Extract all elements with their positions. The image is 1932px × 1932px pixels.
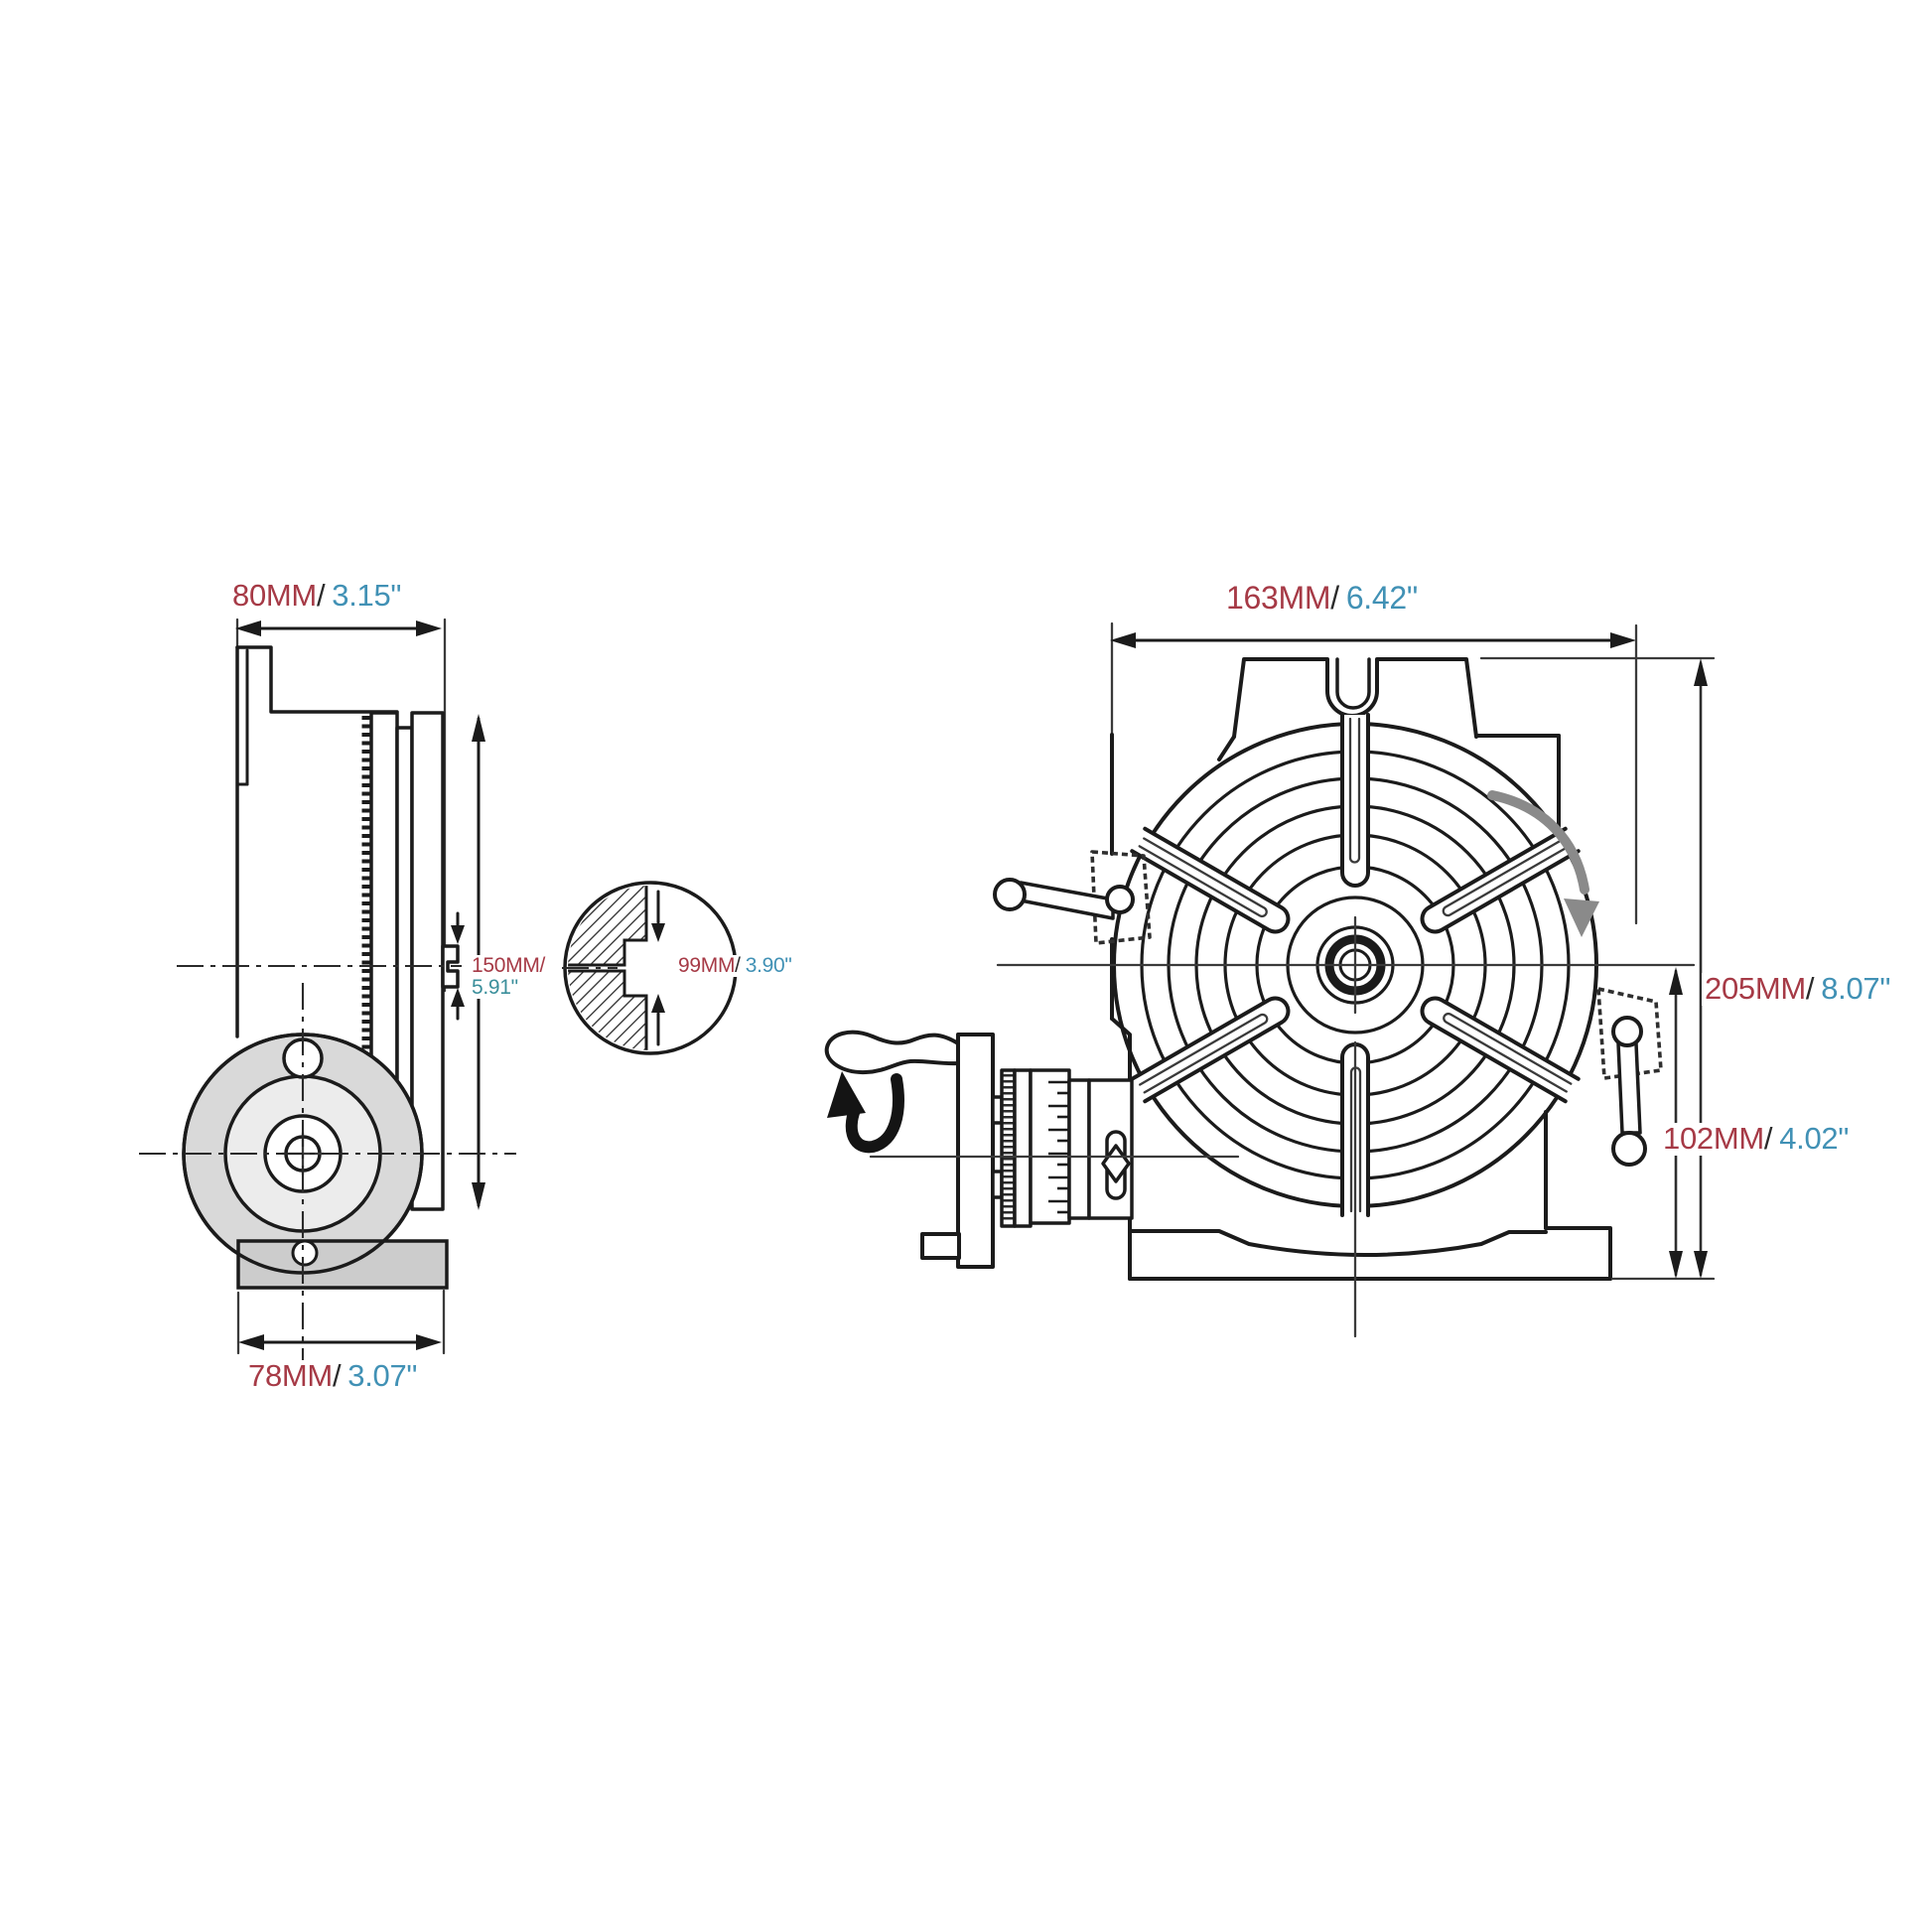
top-tab [1217, 657, 1561, 761]
metric-value: 99MM [678, 954, 736, 977]
imperial-value: 6.42" [1345, 580, 1418, 616]
imperial-value: 5.91" [472, 976, 518, 1000]
imperial-value: 8.07" [1821, 971, 1891, 1006]
crank-handle-knob[interactable] [824, 1030, 960, 1075]
metric-value: 163MM [1226, 580, 1331, 616]
imperial-value: 3.07" [347, 1358, 418, 1393]
clamp-lever-right[interactable] [1596, 987, 1663, 1167]
imperial-value: 3.15" [332, 578, 402, 613]
dim-label-table-diameter: 150MM/ 5.91" [469, 954, 549, 1000]
dim-78mm-lines [236, 1289, 446, 1355]
base-screw [291, 1239, 319, 1267]
imperial-value: 3.90" [745, 954, 792, 977]
crank-assembly [824, 1030, 1134, 1269]
dim-163mm-lines [1110, 623, 1638, 925]
side-body-top-step [235, 645, 399, 714]
crank-foot [920, 1232, 961, 1260]
clamp-ball-right [1611, 1131, 1647, 1167]
rotation-arrow-ccw-icon [827, 1071, 904, 1154]
dim-label-side-top-width: 80MM/3.15" [229, 578, 405, 613]
dim-label-overall-height: 205MM/8.07" [1702, 971, 1894, 1006]
front-view [824, 621, 1716, 1338]
dim-label-front-width: 163MM/6.42" [1223, 580, 1421, 616]
side-view [139, 618, 516, 1380]
dim-80mm-lines [235, 618, 447, 993]
dim-205mm-lines [1479, 656, 1716, 1279]
dim-label-base-width: 78MM/3.07" [245, 1358, 421, 1393]
detail-pointer-arrows [651, 890, 665, 1046]
dim-label-center-height: 102MM/4.02" [1660, 1121, 1853, 1156]
clamp-ball-left [993, 878, 1027, 911]
rotation-arrow-cw-icon [1487, 790, 1599, 937]
metric-value: 150MM/ [472, 954, 546, 977]
metric-value: 102MM [1663, 1121, 1764, 1156]
side-center-boss [441, 944, 460, 989]
clamp-lever-left[interactable] [993, 850, 1152, 945]
metric-value: 78MM [248, 1358, 333, 1393]
crank-flange [956, 1033, 995, 1269]
imperial-value: 4.02" [1779, 1121, 1850, 1156]
boss-pointer-arrows [451, 911, 465, 1021]
dim-label-center-bore: 99MM/3.90" [675, 954, 795, 978]
front-base [1128, 1226, 1612, 1281]
metric-value: 80MM [232, 578, 317, 613]
vernier-key [1101, 1130, 1131, 1200]
graduated-dial[interactable] [1000, 1068, 1071, 1228]
metric-value: 205MM [1705, 971, 1806, 1006]
